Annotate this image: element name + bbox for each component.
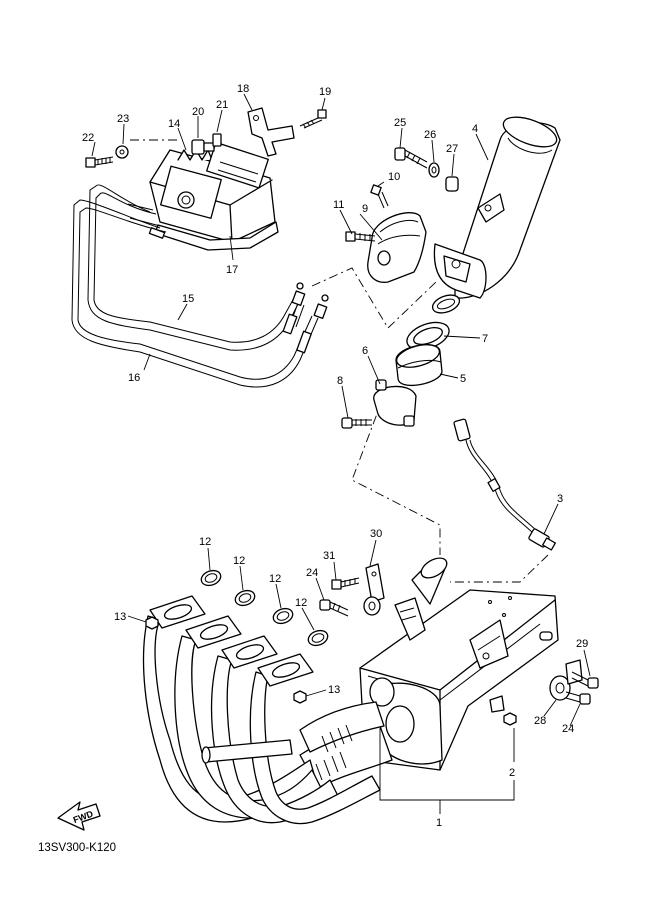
callout-29: 29 (576, 638, 588, 650)
clamp-6 (373, 379, 417, 427)
leader-middle (351, 397, 441, 555)
callout-leaders (91, 93, 591, 727)
leader-upper (311, 267, 437, 329)
callout-12-a: 12 (199, 536, 211, 548)
gasket-12-d (307, 629, 329, 647)
bolt-22 (85, 156, 114, 168)
diagram-code: 13SV300-K120 (38, 842, 116, 854)
cable-16 (71, 199, 319, 388)
bolt-20 (191, 139, 215, 155)
callout-27: 27 (446, 143, 458, 155)
callout-31: 31 (323, 550, 335, 562)
callout-12-b: 12 (233, 555, 245, 567)
callout-21: 21 (216, 99, 228, 111)
callout-labels: 22 23 14 20 21 18 19 17 15 16 25 26 27 4… (82, 83, 588, 829)
bolt-24-upper (319, 599, 349, 617)
callout-14: 14 (168, 118, 180, 130)
callout-12-d: 12 (295, 597, 307, 609)
callout-6: 6 (362, 345, 368, 357)
callout-7: 7 (482, 333, 488, 345)
nut-13-b (293, 690, 307, 704)
callout-25: 25 (394, 117, 406, 129)
damper-30b (363, 596, 381, 616)
bolt-24-lower (565, 691, 591, 705)
callout-8: 8 (337, 375, 343, 387)
callout-22: 22 (82, 132, 94, 144)
bracket (154, 221, 279, 251)
callout-24-a: 24 (306, 567, 318, 579)
bracket-18 (247, 107, 295, 157)
callout-13-a: 13 (114, 611, 126, 623)
callout-12-c: 12 (269, 573, 281, 585)
callout-24-b: 24 (562, 723, 574, 735)
callout-13-b: 13 (328, 684, 340, 696)
gasket-7 (406, 321, 450, 351)
leader-sensor (450, 554, 549, 583)
servo-motor-assembly (149, 141, 276, 243)
callout-20: 20 (192, 106, 204, 118)
bolt-8 (341, 417, 372, 429)
callout-bracket-1 (379, 728, 515, 814)
damper-28 (549, 659, 583, 701)
callout-15: 15 (182, 293, 194, 305)
bolt-11 (345, 231, 376, 242)
bolt-19 (299, 109, 327, 129)
callout-2: 2 (509, 767, 515, 779)
callout-3: 3 (557, 493, 563, 505)
nut-2 (503, 712, 517, 726)
callout-4: 4 (472, 123, 478, 135)
callout-1: 1 (436, 817, 442, 829)
gasket-12-c (272, 607, 294, 625)
bolt-31 (331, 577, 360, 590)
cable-15 (87, 184, 301, 351)
gasket-12-a (200, 569, 222, 587)
joint-5 (395, 344, 443, 386)
muffler-4 (433, 116, 561, 299)
damper-27 (445, 176, 459, 192)
bolt-25 (394, 147, 428, 169)
washer-26 (428, 162, 440, 178)
nut-13-a (145, 616, 159, 630)
callout-23: 23 (117, 113, 129, 125)
callout-11: 11 (333, 199, 344, 211)
callout-10: 10 (388, 171, 400, 183)
washer-23 (115, 145, 129, 159)
callout-19: 19 (319, 86, 331, 98)
callout-17: 17 (226, 264, 238, 276)
bolt-10 (370, 184, 389, 209)
cable-end-fittings (127, 203, 329, 354)
fwd-arrow-icon: FWD (57, 801, 101, 831)
callout-26: 26 (424, 129, 436, 141)
callout-16: 16 (128, 372, 140, 384)
bracket-30 (365, 563, 385, 603)
callout-30: 30 (370, 528, 382, 540)
collar-21 (212, 133, 222, 147)
gasket-12-b (234, 589, 256, 607)
protector-9 (367, 212, 427, 283)
callout-5: 5 (460, 373, 466, 385)
callout-28: 28 (534, 715, 546, 727)
bolt-29 (571, 671, 599, 689)
exhaust-pipe-assembly-1 (142, 557, 559, 825)
o2-sensor-3 (453, 418, 556, 551)
callout-18: 18 (237, 83, 249, 95)
gasket-7b (431, 294, 461, 314)
callout-9: 9 (362, 203, 368, 215)
